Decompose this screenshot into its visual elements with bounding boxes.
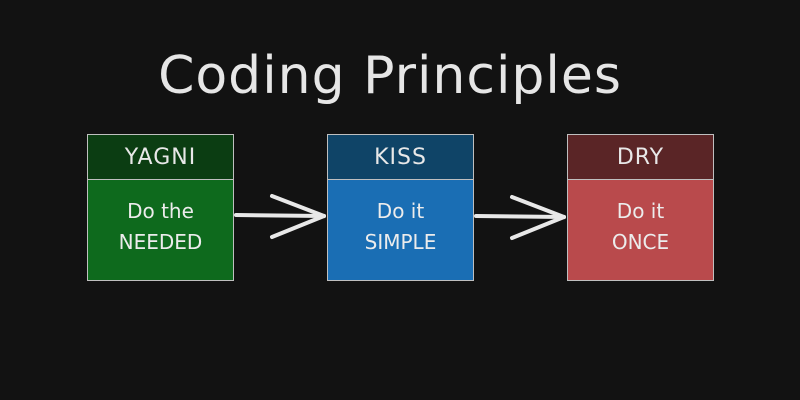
principle-line-2: ONCE (611, 230, 670, 254)
diagram-title: Coding Principles (158, 46, 622, 106)
principle-box-dry: DRY Do it ONCE (567, 134, 714, 281)
arrow-right-icon (474, 195, 566, 240)
principle-header: KISS (328, 135, 473, 180)
principle-line-1: Do it (376, 199, 425, 223)
arrow-right-icon (234, 194, 326, 239)
principle-body: Do it SIMPLE (328, 180, 473, 280)
principle-line-2: NEEDED (118, 230, 203, 254)
principle-line-1: Do the (127, 199, 194, 223)
principle-header: DRY (568, 135, 713, 180)
principle-line-2: SIMPLE (364, 230, 437, 254)
principle-body: Do it ONCE (568, 180, 713, 280)
principle-box-kiss: KISS Do it SIMPLE (327, 134, 474, 281)
principle-box-yagni: YAGNI Do the NEEDED (87, 134, 234, 281)
principle-line-1: Do it (616, 199, 665, 223)
principle-header: YAGNI (88, 135, 233, 180)
principle-body: Do the NEEDED (88, 180, 233, 280)
